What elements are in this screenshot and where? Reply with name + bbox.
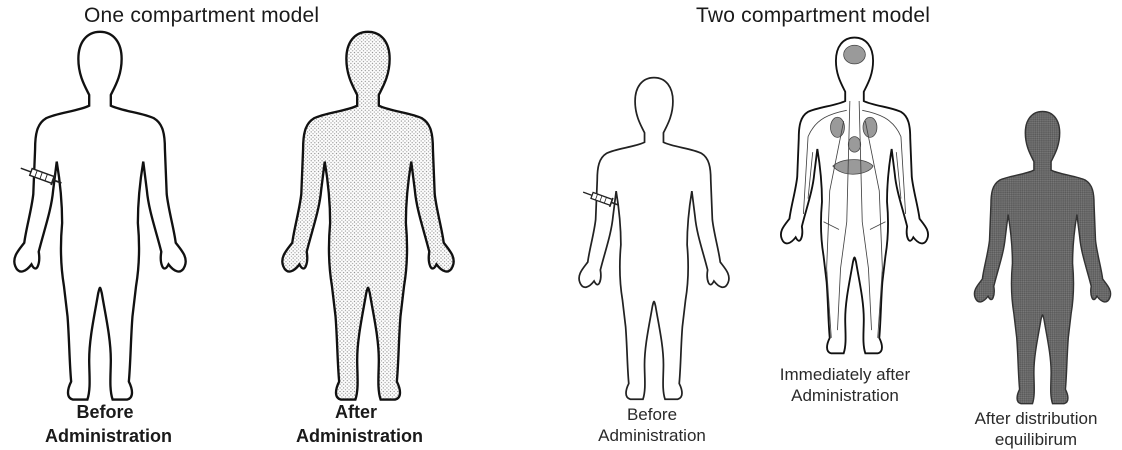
two-compartment-immediate-caption: Immediately after Administration (775, 364, 915, 406)
two-compartment-before-caption: Before Administration (582, 404, 722, 446)
two-compartment-immediate-figure (767, 36, 942, 358)
two-compartment-equilibrium-caption: After distribution equilibirum (966, 408, 1106, 450)
two-compartment-before-figure (560, 76, 748, 404)
one-compartment-title: One compartment model (84, 4, 319, 28)
one-compartment-after-caption: After Administration (296, 400, 416, 448)
one-compartment-before-figure (0, 30, 200, 405)
one-compartment-after-figure (268, 30, 468, 405)
two-compartment-title: Two compartment model (696, 4, 930, 28)
brain-shape (844, 45, 866, 64)
two-compartment-equilibrium-figure (955, 110, 1122, 408)
one-compartment-before-caption: Before Administration (45, 400, 165, 448)
